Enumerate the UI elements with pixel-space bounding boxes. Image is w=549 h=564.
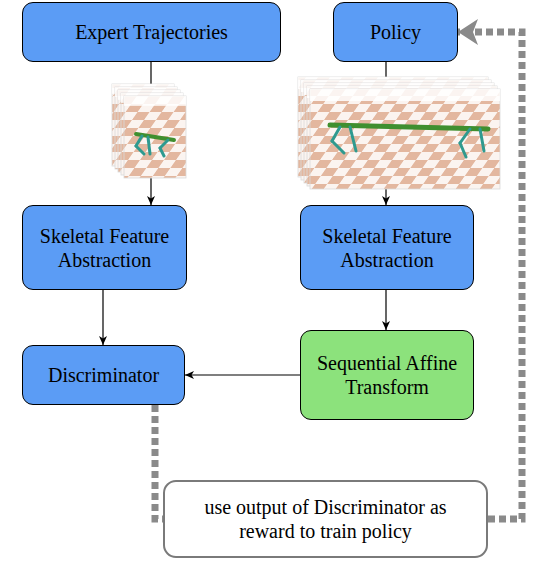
process-box: Skeletal Feature Abstraction (300, 205, 474, 290)
box-label: Policy (370, 20, 421, 44)
process-box: Skeletal Feature Abstraction (22, 205, 187, 290)
expert-frames (112, 84, 186, 178)
process-box: Sequential Affine Transform (300, 330, 474, 420)
policy-frames (298, 77, 500, 189)
box-label: Discriminator (48, 363, 159, 387)
process-box: Expert Trajectories (22, 2, 281, 62)
box-label: use output of Discriminator as reward to… (175, 495, 476, 543)
flow-arrow (102, 290, 103, 345)
note-box: use output of Discriminator as reward to… (163, 480, 488, 558)
box-label: Sequential Affine Transform (311, 351, 463, 399)
reward-loop-arrow (155, 405, 163, 519)
box-label: Skeletal Feature Abstraction (33, 224, 176, 272)
flow-arrow (185, 374, 300, 375)
process-box: Policy (333, 2, 458, 62)
box-label: Skeletal Feature Abstraction (311, 224, 463, 272)
process-box: Discriminator (22, 345, 185, 405)
box-label: Expert Trajectories (75, 20, 228, 44)
flow-arrow (385, 290, 386, 330)
